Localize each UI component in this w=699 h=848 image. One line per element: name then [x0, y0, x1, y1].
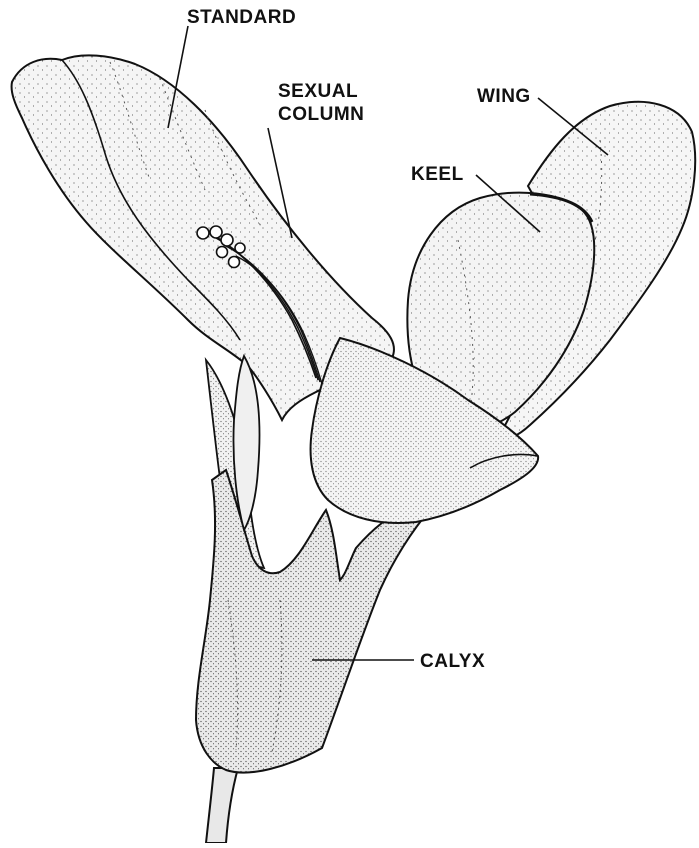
label-sexual-column-line2: COLUMN [278, 103, 364, 127]
stem [206, 768, 238, 843]
label-sexual-column-line1: SEXUAL [278, 80, 358, 104]
label-calyx: CALYX [420, 650, 485, 674]
label-keel: KEEL [411, 163, 464, 187]
label-wing: WING [477, 85, 531, 109]
label-standard: STANDARD [187, 6, 296, 30]
